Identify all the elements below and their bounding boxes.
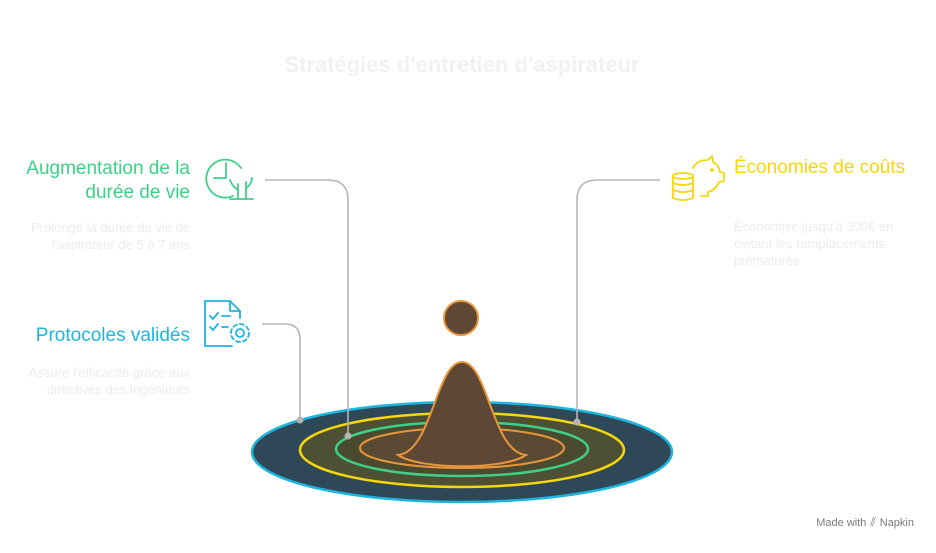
- connector-life-dot: [344, 432, 352, 440]
- connector-save: [576, 179, 660, 422]
- footer-text: Made with: [816, 516, 867, 529]
- description-validated-protocols: Assure l'efficacité grâce aux directives…: [28, 365, 190, 397]
- drop-peak: [395, 360, 529, 468]
- connector-proto: [262, 323, 301, 420]
- footer-brand: Napkin: [879, 516, 914, 529]
- heading-cost-savings: Économies de coûts: [734, 157, 906, 178]
- napkin-logo-icon: ⫽: [870, 515, 876, 529]
- made-with-napkin[interactable]: Made with ⫽ Napkin: [816, 515, 914, 530]
- page-title: Stratégies d'entretien d'aspirateur: [284, 52, 640, 77]
- drop-head: [443, 300, 479, 336]
- clock-plant-icon: [205, 158, 254, 200]
- description-life-extension: Prolonge la durée de vie de l'aspirateur…: [30, 220, 190, 252]
- connector-proto-dot: [296, 416, 304, 424]
- checklist-gear-icon: [204, 300, 250, 347]
- description-cost-savings: Économise jusqu'à 300€ en évitant les re…: [734, 219, 894, 268]
- heading-life-extension: Augmentation de la durée de vie: [26, 158, 190, 203]
- heading-validated-protocols: Protocoles validés: [35, 325, 190, 346]
- connector-life: [265, 179, 349, 436]
- piggy-bank-coins-icon: [672, 155, 725, 201]
- connector-save-dot: [573, 418, 581, 426]
